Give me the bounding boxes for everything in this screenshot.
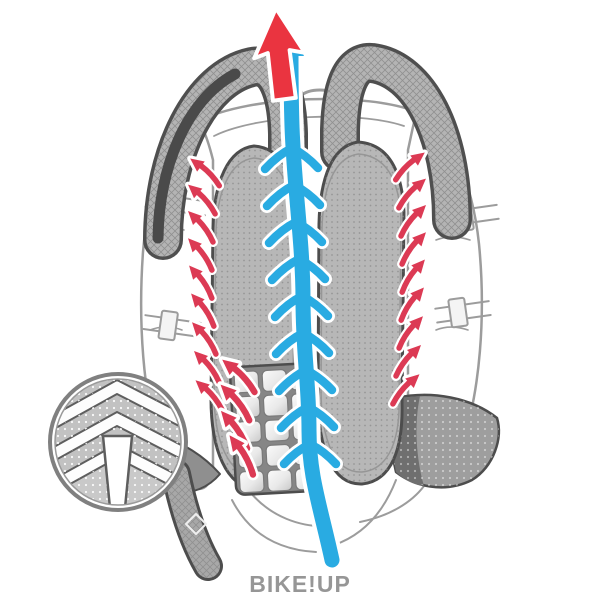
inset-ring-inner (54, 378, 182, 506)
inset-ring-outer (48, 372, 188, 512)
hip-strap-left (176, 474, 208, 566)
shoulder-strap-left (158, 66, 288, 240)
strap-webbing-dark (152, 68, 241, 244)
compression-strap-right-lower (434, 296, 492, 329)
compression-strap-left-lower (142, 309, 202, 342)
brand-watermark: BIKE!UP (249, 571, 351, 597)
strap-buckle-icon (185, 513, 207, 535)
backpack-top-lid (197, 97, 419, 123)
backpack-top-lid-inner (213, 115, 405, 137)
hip-wing-right (390, 393, 501, 489)
foam-air-channel (101, 434, 134, 505)
exit-arrow (252, 6, 307, 103)
hip-belt-lines (231, 479, 425, 553)
